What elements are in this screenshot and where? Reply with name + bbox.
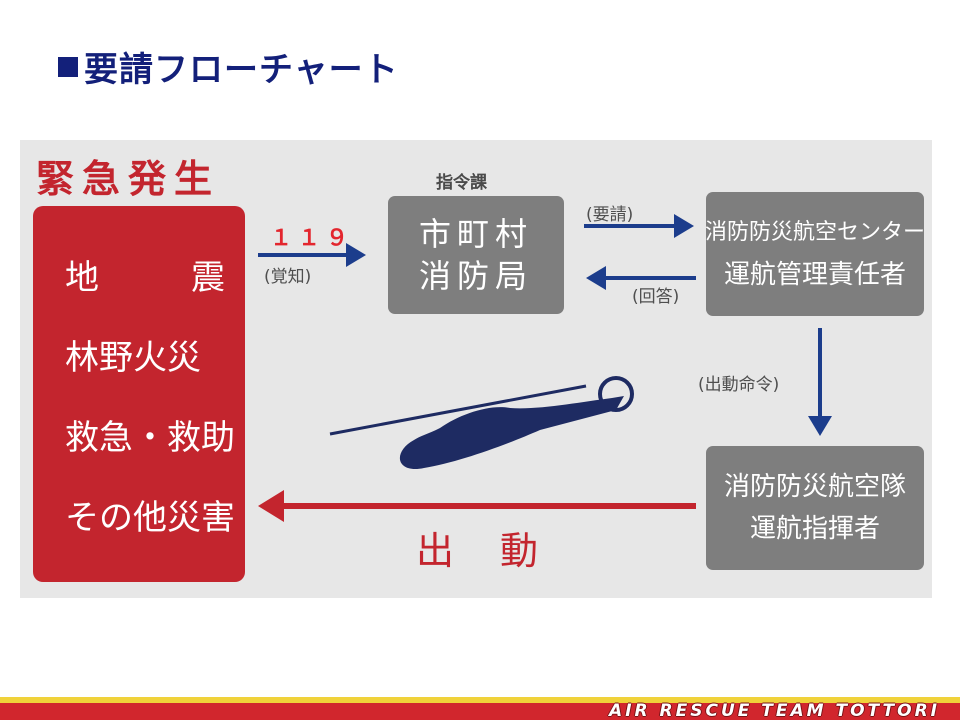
arrow-order-to-team (808, 328, 832, 436)
emergency-item-earthquake: 地 震 (65, 250, 225, 299)
helicopter-icon (329, 376, 634, 470)
call-label: (覚知) (264, 267, 312, 287)
order-label: (出動命令) (698, 375, 780, 395)
aviation-center-line1: 消防防災航空センター (705, 220, 926, 245)
emergency-item-earthquake-second: 震 (191, 258, 225, 298)
emergency-item-rescue: 救急・救助 (65, 418, 235, 458)
flowchart-diagram: 緊急発生 地 震 林野火災 救急・救助 その他災害 １１９ (覚知) 指令課 市… (20, 140, 932, 598)
section-label: 指令課 (436, 173, 487, 193)
emergency-box: 地 震 林野火災 救急・救助 その他災害 (33, 206, 245, 582)
square-bullet-icon (58, 57, 78, 77)
footer-team-name: AIR RESCUE TEAM TOTTORI (609, 701, 940, 721)
emergency-item-forest-fire: 林野火災 (65, 338, 201, 378)
arrow-119-to-fire-dept (258, 243, 366, 267)
emergency-item-earthquake-first: 地 (65, 258, 99, 298)
page-title-text: 要請フローチャート (84, 50, 399, 90)
reply-label: (回答) (632, 287, 680, 307)
fire-dept-box: 市町村 消防局 (388, 196, 564, 314)
fire-dept-line2: 消防局 (418, 257, 533, 295)
fire-dept-line1: 市町村 (418, 215, 533, 253)
dispatch-label: 出動 (416, 529, 585, 573)
footer-red-band (0, 703, 960, 720)
aviation-team-line1: 消防防災航空隊 (723, 472, 906, 502)
aviation-center-box: 消防防災航空センター 運航管理責任者 (705, 192, 926, 316)
emergency-item-other-disaster: その他災害 (65, 498, 235, 538)
flow-arrows (258, 214, 832, 522)
aviation-team-line2: 運航指揮者 (749, 514, 880, 544)
emergency-title: 緊急発生 (36, 157, 221, 201)
arrow-dispatch-to-site (258, 490, 696, 522)
arrow-request-to-center (584, 214, 694, 238)
aviation-center-line2: 運航管理責任者 (723, 260, 906, 290)
page-title: 要請フローチャート (58, 42, 399, 91)
footer-yellow-stripe (0, 697, 960, 703)
aviation-team-box: 消防防災航空隊 運航指揮者 (706, 446, 924, 570)
request-label: (要請) (586, 205, 634, 225)
arrow-reply-to-fire-dept (586, 266, 696, 290)
call-number: １１９ (270, 226, 355, 251)
